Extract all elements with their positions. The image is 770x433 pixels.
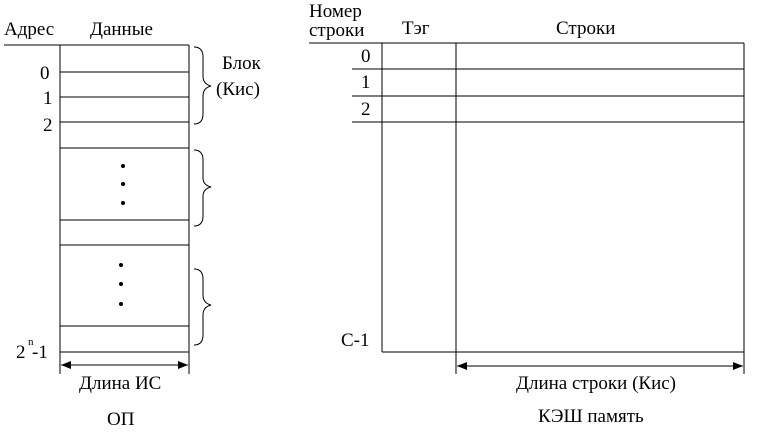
line-width-arrow-head-right (733, 362, 743, 370)
ellipsis-dots-2 (119, 263, 123, 306)
block-label-line2: (Кис) (216, 79, 260, 100)
line-width-arrow-head-left (457, 362, 467, 370)
last-address-exp: n (28, 336, 34, 348)
main-memory-diagram: Адрес Данные 0 1 2 2 n -1 (4, 19, 262, 430)
address-header: Адрес (4, 19, 54, 40)
address-label: 1 (43, 88, 53, 109)
main-memory-caption: ОП (107, 409, 135, 430)
block-brace (193, 46, 212, 125)
block-brace (193, 149, 212, 227)
block-brace (193, 268, 212, 346)
instruction-width-label: Длина ИС (79, 373, 161, 394)
width-arrow-head-right (178, 361, 188, 369)
data-header: Данные (90, 19, 153, 40)
row-number-header-line1: Номер (309, 1, 362, 22)
address-label: 2 (43, 115, 53, 136)
last-address-base: 2 (16, 342, 26, 363)
cache-memory-caption: КЭШ память (538, 406, 644, 427)
cache-row-index: 2 (361, 99, 371, 120)
cache-memory-diagram: Номер строки Тэг Строки 0 1 2 C-1 Длина … (309, 1, 745, 427)
tag-header: Тэг (402, 18, 430, 39)
row-number-header-line2: строки (309, 20, 364, 41)
rows-header: Строки (556, 18, 615, 39)
cache-row-index: 0 (361, 46, 371, 67)
cache-row-index: 1 (361, 72, 371, 93)
block-label-line1: Блок (222, 53, 262, 74)
last-address-suffix: -1 (32, 342, 48, 363)
line-width-label: Длина строки (Кис) (516, 373, 676, 394)
cache-last-row-index: C-1 (341, 330, 370, 351)
address-label: 0 (40, 63, 50, 84)
ellipsis-dots-1 (121, 164, 125, 205)
width-arrow-head-left (61, 361, 71, 369)
